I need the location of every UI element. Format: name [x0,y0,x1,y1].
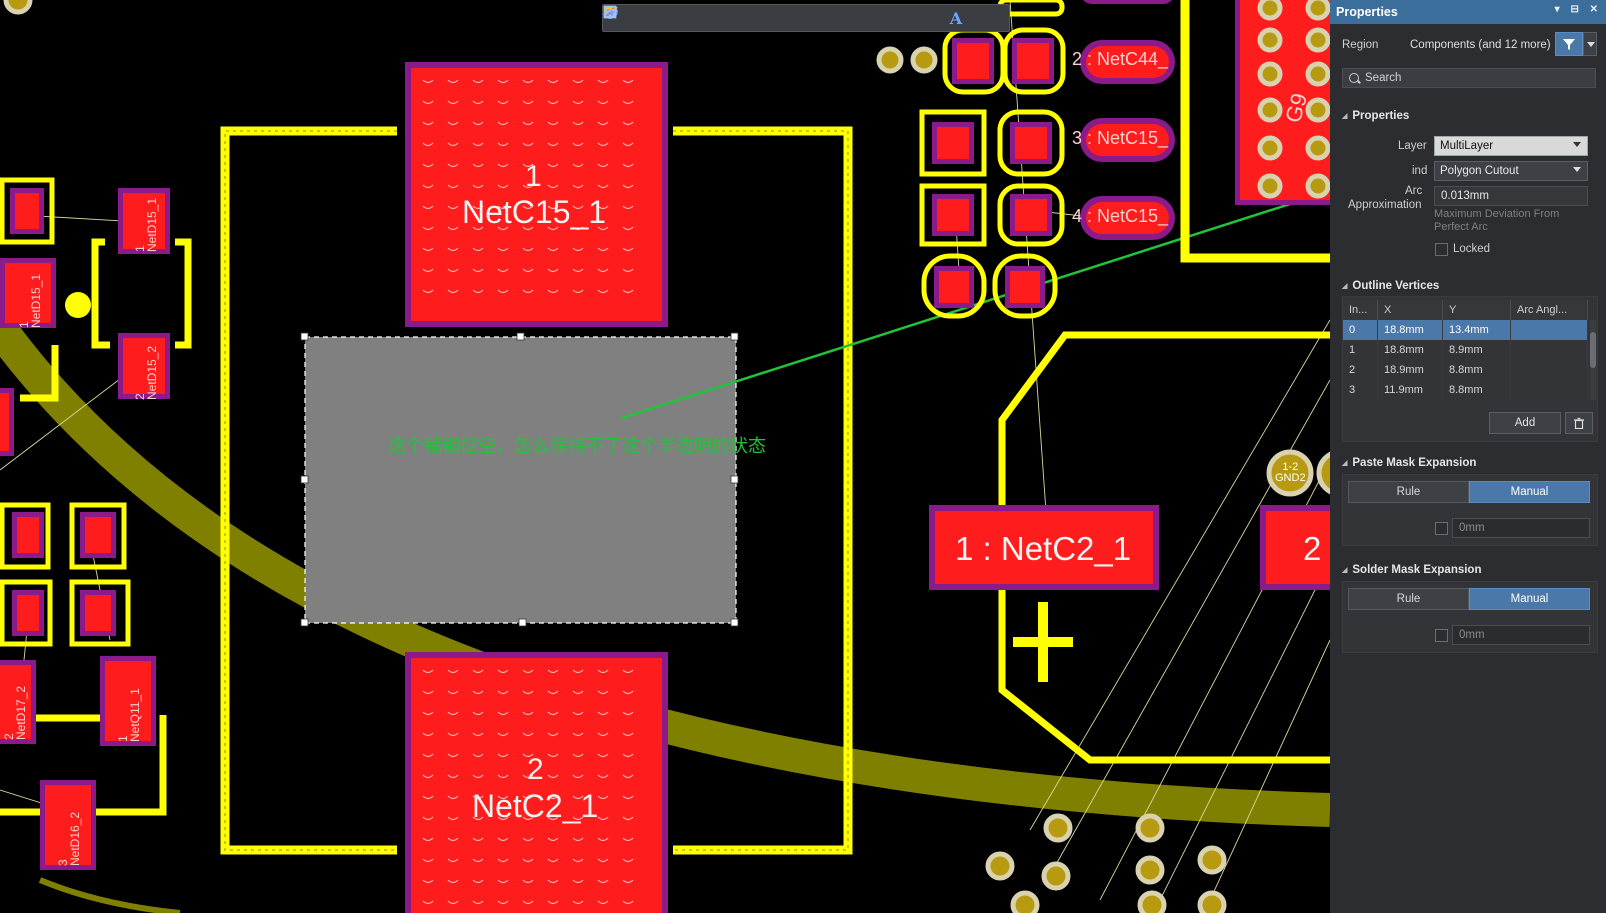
solder-mask-checkbox[interactable] [1435,629,1448,642]
pin-netc44-label: 2 : NetC44_ [1072,49,1169,69]
filter-dropdown-button[interactable] [1583,32,1597,56]
solder-mask-input[interactable]: 0mm [1452,625,1590,645]
pad-c2-number: 2 [527,753,544,786]
vertices-scrollbar[interactable] [1590,320,1596,400]
floating-toolbar: A [602,4,1010,32]
slash-icon[interactable] [603,5,913,29]
panel-title: Properties [1336,5,1398,19]
arc-hint-1: Maximum Deviation From [1434,208,1560,220]
pin-icon[interactable] [606,6,857,29]
chevron-down-icon [1573,142,1581,147]
pad-c15-net: NetC15_1 [462,194,607,230]
add-vertex-button[interactable]: Add [1489,412,1561,434]
trash-icon [1574,417,1584,429]
arc-approximation-input[interactable]: 0.013mm [1434,186,1588,206]
pad-right-label: 2 [1303,530,1322,567]
paste-manual-button[interactable]: Manual [1469,481,1590,503]
search-input[interactable]: Search [1342,68,1596,88]
wave-icon[interactable] [603,7,829,29]
filter-button[interactable] [1555,32,1583,56]
chart-icon[interactable] [605,7,745,29]
pad-d16-2-label: 3 NetD16_2 [56,811,82,866]
layer-select[interactable]: MultiLayer [1434,136,1588,156]
kind-select[interactable]: Polygon Cutout [1434,161,1588,181]
delete-vertex-button[interactable] [1565,412,1593,434]
pad-d15-1b-label: 1 NetD15_1 [17,273,43,328]
arc-icon[interactable] [604,7,997,29]
solder-rule-button[interactable]: Rule [1348,588,1469,610]
solder-manual-button[interactable]: Manual [1469,588,1590,610]
arc-label-1: Arc [1405,185,1423,197]
layer-label: Layer [1398,140,1427,152]
panel-header: Properties ▾ ⊟ ✕ [1330,0,1606,24]
pad-q11-1-label: 1 NetQ11_1 [116,688,142,742]
cross-icon[interactable] [604,6,689,29]
region-value: Components (and 12 more) [1410,39,1551,51]
interactive-route-icon[interactable] [604,6,801,29]
paste-mask-checkbox[interactable] [1435,522,1448,535]
properties-panel: Properties ▾ ⊟ ✕ Region Components (and … [1330,0,1606,913]
chevron-down-icon [1573,167,1581,172]
kind-label: ind [1412,165,1428,177]
col-y[interactable]: Y [1442,300,1511,320]
filter-icon [1563,39,1575,50]
pad-c15-number: 1 [525,160,542,193]
pin-netc15b-label: 4 : NetC15_ [1072,206,1169,226]
paste-rule-button[interactable]: Rule [1348,481,1469,503]
pad-d17-2-label: 2 NetD17_2 [2,685,28,740]
paste-mask-title[interactable]: Paste Mask Expansion [1342,457,1476,469]
vertices-header-row: In... X Y Arc Angl... [1343,300,1588,320]
route-icon[interactable] [605,7,661,29]
component-icon[interactable] [605,7,773,29]
text-icon[interactable]: A [949,8,963,28]
polygon-cutout-region [305,337,736,623]
locked-label: Locked [1453,243,1491,255]
panel-window-controls[interactable]: ▾ ⊟ ✕ [1554,4,1602,15]
arc-label-2: Approximation [1348,199,1422,211]
outline-vertices-title[interactable]: Outline Vertices [1342,280,1439,292]
pad-c2-net: NetC2_1 [472,788,599,824]
pcb-canvas[interactable]: 1 NetC15_1 2 NetC2_1 1 : NetC2_1 2 2 : N… [0,0,1330,913]
locked-checkbox[interactable] [1435,243,1448,256]
paste-mask-input[interactable]: 0mm [1452,518,1590,538]
col-index[interactable]: In... [1343,300,1378,320]
layer-value: MultiLayer [1440,140,1494,152]
col-arc-angle[interactable]: Arc Angl... [1510,300,1588,320]
select-rect-icon[interactable] [603,5,717,29]
align-icon[interactable] [604,7,941,29]
kind-value: Polygon Cutout [1440,165,1519,177]
properties-section-title[interactable]: Properties [1342,110,1409,122]
search-placeholder: Search [1365,72,1402,84]
pad-d15-1a-label: 1 NetD15_1 [133,197,159,252]
arc-hint-2: Perfect Arc [1434,221,1488,233]
pcb-drawing [0,0,1330,913]
annotation-text: 这个铺铜挖空，怎么保持不了这个半透明的状态 [388,436,766,457]
search-icon [1349,73,1359,83]
rect-region-icon[interactable] [603,5,885,29]
pad-netc2-label: 1 : NetC2_1 [955,530,1132,567]
pin-netc15a-label: 3 : NetC15_ [1072,128,1169,148]
pad-d15-2-label: 2 NetD15_2 [133,345,159,400]
col-x[interactable]: X [1377,300,1443,320]
solder-mask-title[interactable]: Solder Mask Expansion [1342,564,1481,576]
region-label: Region [1342,39,1379,51]
via-gnd2-label: 1-2 GND2 [1275,461,1306,484]
